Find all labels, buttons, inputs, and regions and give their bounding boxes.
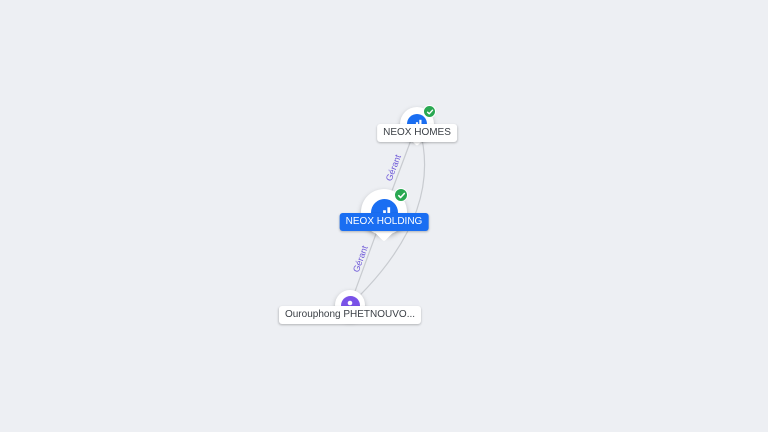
node-neox-holding[interactable]: NEOX HOLDING xyxy=(339,188,429,242)
node-person[interactable]: Ourouphong PHETNOUVO... xyxy=(278,290,422,324)
node-label-neox-homes[interactable]: NEOX HOMES xyxy=(377,124,457,142)
verified-check-icon xyxy=(423,105,436,118)
verified-check-icon xyxy=(394,188,408,202)
node-neox-homes[interactable]: NEOX HOMES xyxy=(377,105,457,147)
node-label-neox-holding[interactable]: NEOX HOLDING xyxy=(339,213,429,231)
node-label-person[interactable]: Ourouphong PHETNOUVO... xyxy=(278,306,422,324)
